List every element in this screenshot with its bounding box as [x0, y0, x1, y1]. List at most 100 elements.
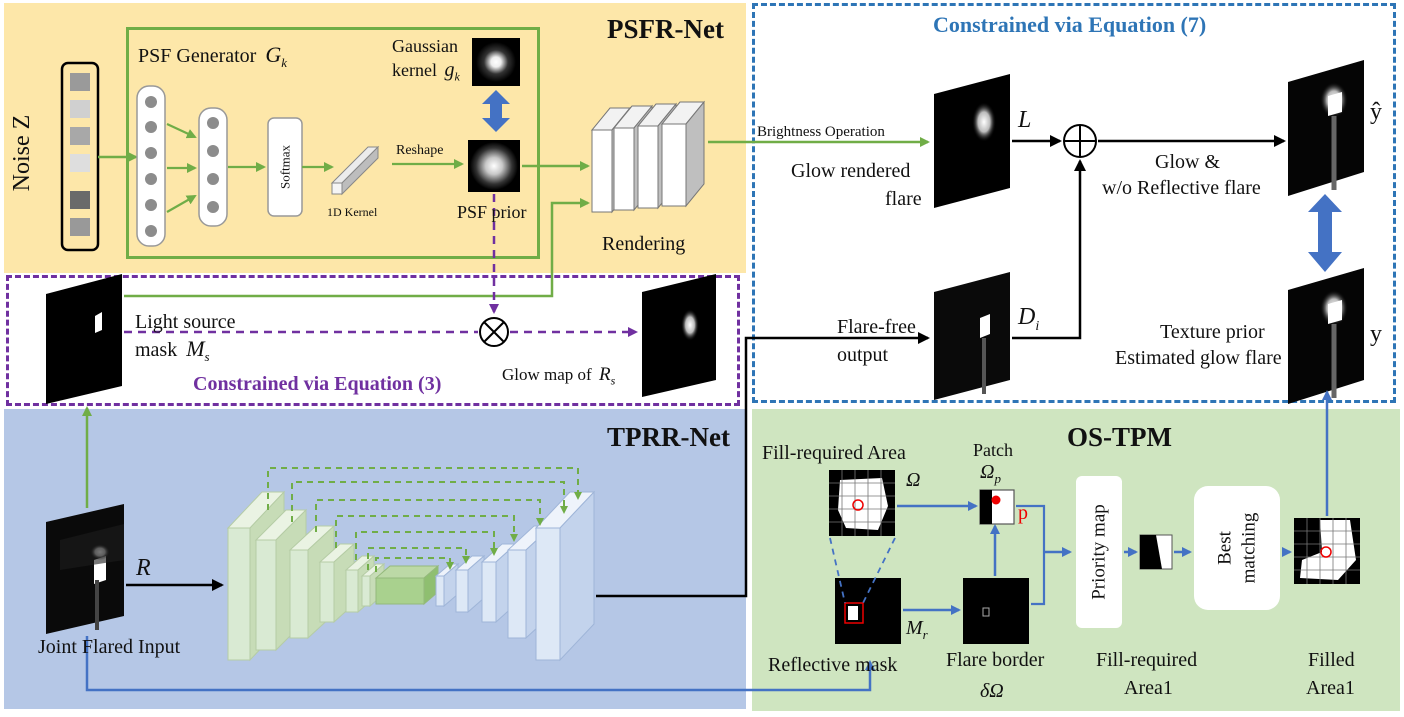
glow-rendered-label-line2: flare [885, 188, 922, 210]
rs-symbol: R [598, 364, 611, 385]
gaussian-label-line1: Gaussian [392, 36, 458, 56]
glow-wo-label-line2: w/o Reflective flare [1102, 177, 1261, 199]
patch-label: Patch [973, 440, 1013, 460]
os-tpm-title: OS-TPM [1067, 422, 1172, 452]
reflective-mask-image [835, 578, 901, 644]
best-matching-label-line1: Best [1214, 531, 1236, 565]
patch-omega: Ω [980, 461, 995, 483]
candidate-patch-image [1139, 534, 1173, 570]
filled-label-line2: Area1 [1306, 677, 1355, 699]
estimated-glow-label: Estimated glow flare [1115, 347, 1282, 369]
patch-image [979, 489, 1015, 525]
mr-letter: M [906, 617, 923, 639]
reflective-mask-label: Reflective mask [768, 654, 898, 676]
y-image [1288, 268, 1364, 404]
delta-omega-symbol: δΩ [980, 680, 1004, 702]
flare-free-output-image [934, 272, 1010, 400]
rendering-stack [590, 100, 706, 214]
yhat-y-match-arrow [1308, 194, 1342, 272]
generator-subscript: k [281, 55, 287, 70]
gaussian-symbol: g [444, 59, 455, 81]
glow-wo-label-line1: Glow & [1155, 151, 1220, 173]
glow-map-text: Glow map of [502, 365, 592, 384]
omega-symbol: Ω [906, 469, 921, 491]
joint-flared-input-label: Joint Flared Input [38, 636, 181, 658]
y-symbol: y [1370, 321, 1382, 347]
patch-symbol: Ωp [980, 462, 1001, 485]
fill-required-area1-line2: Area1 [1124, 677, 1173, 699]
constraint-eq3-box [6, 275, 740, 406]
filled-area-image [1294, 518, 1360, 584]
noise-z-label: Noise Z [9, 114, 35, 192]
fill-required-area1-line1: Fill-required [1096, 649, 1198, 671]
constraint-eq3-title: Constrained via Equation (3) [193, 373, 442, 395]
plus-operator [1063, 124, 1097, 158]
tprr-net-title: TPRR-Net [607, 422, 730, 452]
Mr-symbol: Mr [906, 618, 928, 641]
generator-symbol: G [265, 42, 282, 67]
constraint-eq7-title: Constrained via Equation (7) [933, 12, 1207, 37]
gaussian-psf-match-arrow [482, 90, 510, 132]
flare-border-label: Flare border [946, 649, 1045, 671]
softmax-label: Softmax [277, 144, 293, 190]
fill-required-area-label: Fill-required Area [762, 442, 906, 464]
flare-free-label-line1: Flare-free [837, 316, 916, 338]
R-symbol: R [136, 555, 151, 581]
glow-rendered-label-line1: Glow rendered [791, 160, 911, 182]
D-symbol: Di [1018, 305, 1039, 334]
multiply-operator [479, 317, 509, 347]
psf-prior-label: PSF prior [457, 202, 527, 222]
light-source-mask-image [46, 274, 122, 404]
psf-layer-2 [198, 107, 228, 227]
priority-map-box [1076, 476, 1122, 628]
best-matching-box [1194, 486, 1280, 610]
reshape-label: Reshape [396, 143, 444, 158]
1d-kernel-bar [330, 145, 380, 196]
skip-arrowheads [446, 492, 582, 570]
joint-flared-input-image [46, 504, 124, 634]
unet-bottleneck [374, 564, 440, 606]
priority-map-label: Priority map [1088, 504, 1110, 600]
rs-subscript: s [610, 373, 616, 388]
psf-generator-label: PSF Generator Gk [138, 42, 287, 70]
noise-vector [60, 61, 100, 252]
flare-border-image [963, 578, 1029, 644]
p-symbol: p [1018, 502, 1028, 524]
glow-rendered-flare-image [934, 74, 1010, 208]
y-hat-image [1288, 60, 1364, 196]
ms-symbol: M [186, 336, 205, 361]
filled-label-line1: Filled [1308, 649, 1355, 671]
flare-free-label-line2: output [837, 344, 889, 366]
glow-map-image [642, 274, 716, 397]
unet-decoder [434, 490, 596, 662]
gaussian-kernel-text: kernel [392, 60, 437, 80]
d-subscript: i [1035, 318, 1040, 334]
y-hat-symbol: ŷ [1370, 99, 1382, 125]
patch-subscript: p [994, 471, 1001, 486]
texture-prior-label: Texture prior [1160, 321, 1265, 343]
best-matching-label-line2: matching [1238, 512, 1260, 584]
1d-kernel-label: 1D Kernel [327, 205, 378, 219]
unet-encoder [226, 490, 386, 662]
d-letter: D [1018, 304, 1036, 330]
brightness-operation-label: Brightness Operation [757, 124, 885, 140]
gaussian-subscript: k [454, 69, 460, 84]
psf-generator-box [126, 27, 540, 259]
mask-text: mask [135, 339, 178, 361]
L-symbol: L [1018, 107, 1032, 133]
gaussian-label-line2: kernel gk [392, 60, 460, 83]
psf-layer-1 [136, 85, 166, 247]
mr-subscript: r [922, 627, 928, 642]
glow-map-label: Glow map of Rs [502, 365, 615, 386]
light-source-label-line1: Light source [135, 311, 236, 333]
psf-generator-text: PSF Generator [138, 45, 257, 67]
fill-required-area-image [829, 470, 895, 536]
constraint-eq7-box [752, 3, 1396, 403]
noise-z-text: Noise Z [9, 114, 35, 192]
ms-subscript: s [204, 349, 210, 364]
rendering-label: Rendering [602, 233, 686, 255]
psfr-net-title: PSFR-Net [607, 14, 724, 44]
light-source-label-line2: mask Ms [135, 336, 210, 364]
